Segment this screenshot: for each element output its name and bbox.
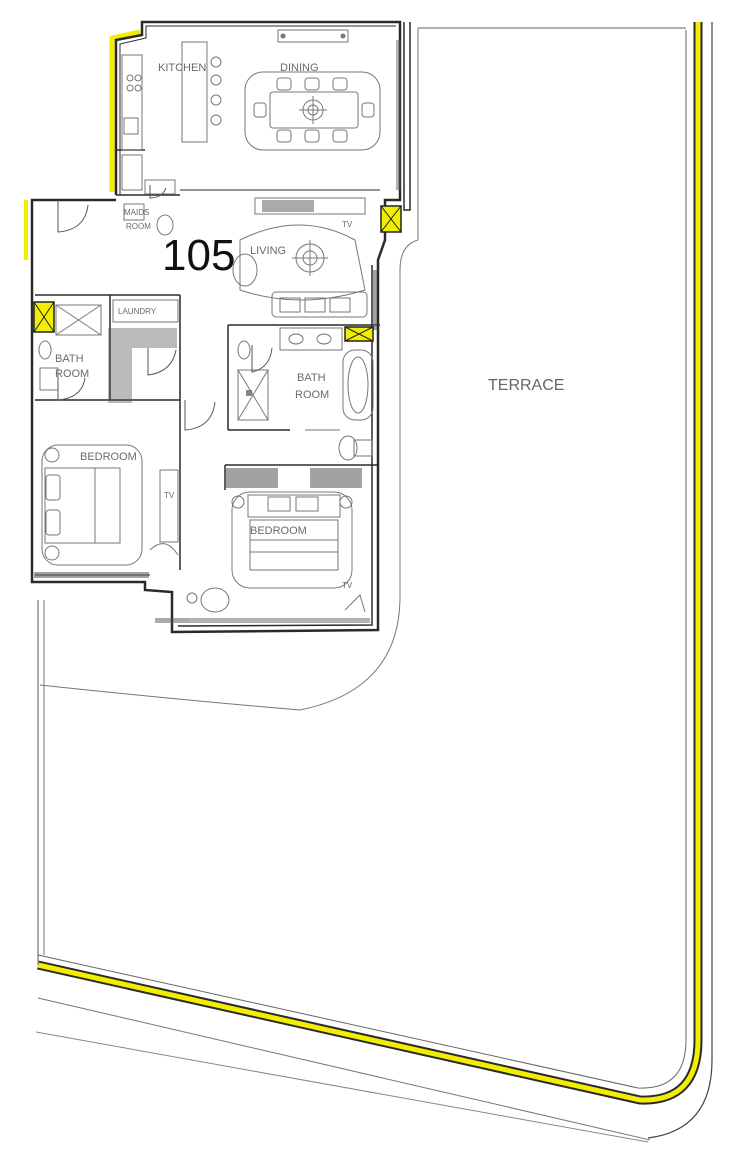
label-tv-bedroom-left: TV (164, 491, 175, 500)
apartment-walls (24, 20, 411, 634)
bath-fixtures (38, 203, 374, 461)
service-shafts (33, 205, 402, 342)
label-bath-main-1: BATH (297, 372, 326, 384)
bedroom-left-furniture (41, 444, 179, 566)
dining-set (244, 29, 381, 151)
label-bedroom-main: BEDROOM (250, 525, 307, 537)
label-kitchen: KITCHEN (158, 62, 206, 74)
label-laundry: LAUNDRY (118, 307, 157, 316)
label-terrace: TERRACE (488, 377, 564, 394)
label-maid-room-2: ROOM (126, 222, 151, 231)
label-maid-room-1: MAIDS (124, 208, 149, 217)
terrace-curve (39, 28, 419, 711)
unit-number: 105 (162, 231, 235, 280)
bedroom-main-furniture (186, 491, 366, 613)
label-tv-living: TV (342, 220, 353, 229)
label-living: LIVING (250, 245, 286, 257)
room-labels: KITCHEN DINING LIVING MAIDS ROOM LAUNDRY… (55, 62, 564, 590)
kitchen-fixtures (121, 41, 222, 195)
living-furniture (232, 197, 368, 318)
label-bedroom-left: BEDROOM (80, 451, 137, 463)
doors (57, 185, 273, 431)
label-bath-left-1: BATH (55, 353, 84, 365)
label-bath-left-2: ROOM (55, 368, 89, 380)
label-bath-main-2: ROOM (295, 389, 329, 401)
terrace-boundary (35, 22, 713, 1143)
label-tv-bedroom-main: TV (342, 581, 353, 590)
label-dining: DINING (280, 62, 319, 74)
